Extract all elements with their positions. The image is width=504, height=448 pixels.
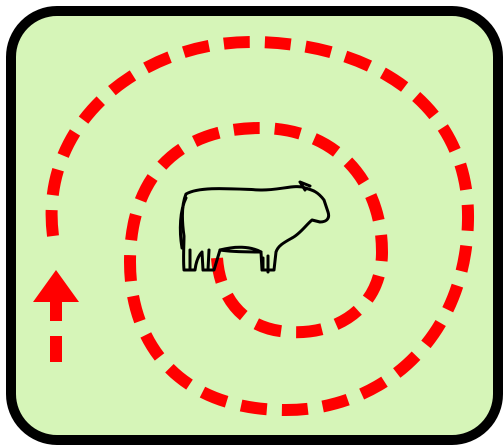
field-panel — [11, 11, 498, 440]
